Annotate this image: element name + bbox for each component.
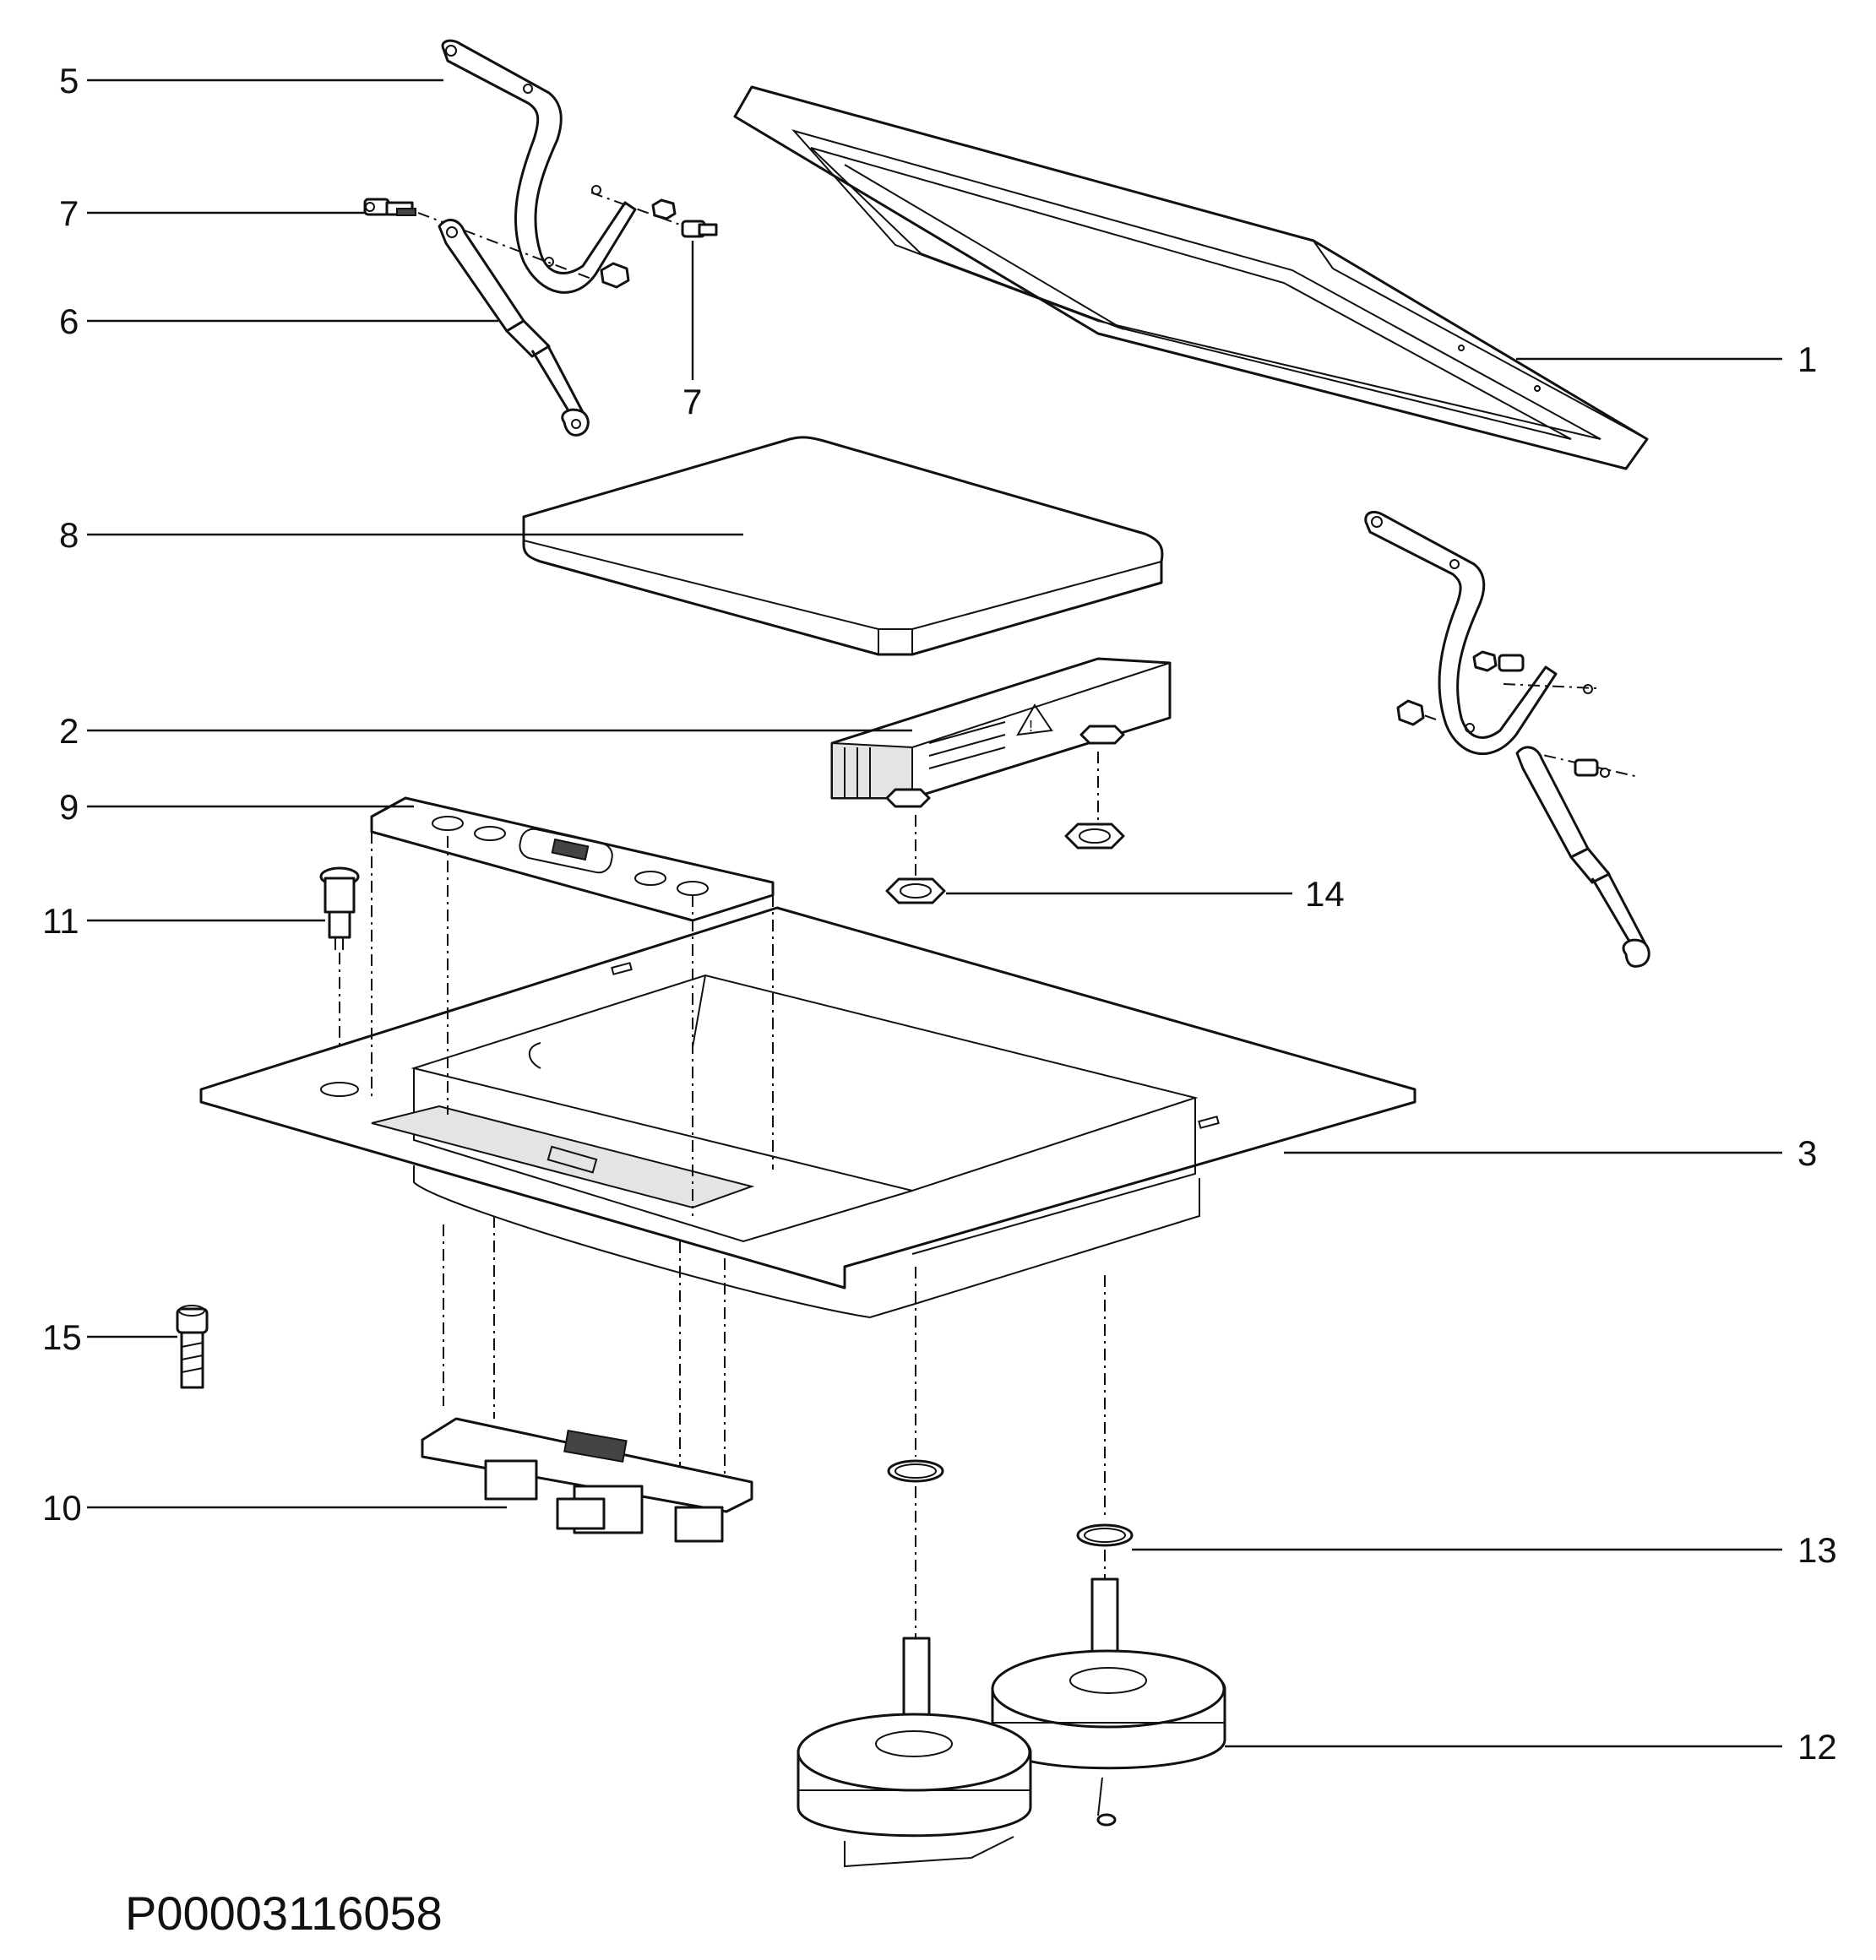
callout-5: 5 [59,61,79,100]
callout-14: 14 [1305,874,1345,914]
part-8-plate [522,436,1164,656]
part-12-motors [797,1577,1226,1868]
callout-10: 10 [42,1488,82,1528]
part-15-screw [176,1305,209,1389]
callout-11: 11 [42,901,79,941]
part-13-seals [887,1459,1134,1547]
callout-3: 3 [1797,1133,1817,1173]
right-hinge-assembly [1364,510,1650,968]
callout-1: 1 [1797,339,1817,379]
left-hinge-assembly [363,39,718,437]
callout-2: 2 [59,711,79,751]
callout-leaders [87,79,1782,1748]
part-3-worktop-tub [199,906,1417,1319]
callout-labels: 5 7 6 7 1 8 2 9 14 11 3 15 10 13 12 [42,61,1837,1767]
part-10-circuit-board [421,1417,753,1543]
callout-7-left: 7 [59,193,79,233]
assembly-lines [371,832,1106,1655]
callout-8: 8 [59,515,79,555]
callout-9: 9 [59,787,79,827]
callout-15: 15 [42,1317,82,1357]
part-9-control-panel [370,796,775,922]
part-1-lid-frame [733,85,1649,470]
drawing-number: P00003116058 [125,1887,443,1940]
callout-6: 6 [59,301,79,341]
svg-text:!: ! [1029,718,1033,735]
callout-13: 13 [1797,1530,1837,1570]
callout-7-right: 7 [682,382,702,421]
part-2-controller-housing: ! [830,657,1172,904]
callout-12: 12 [1797,1727,1837,1767]
